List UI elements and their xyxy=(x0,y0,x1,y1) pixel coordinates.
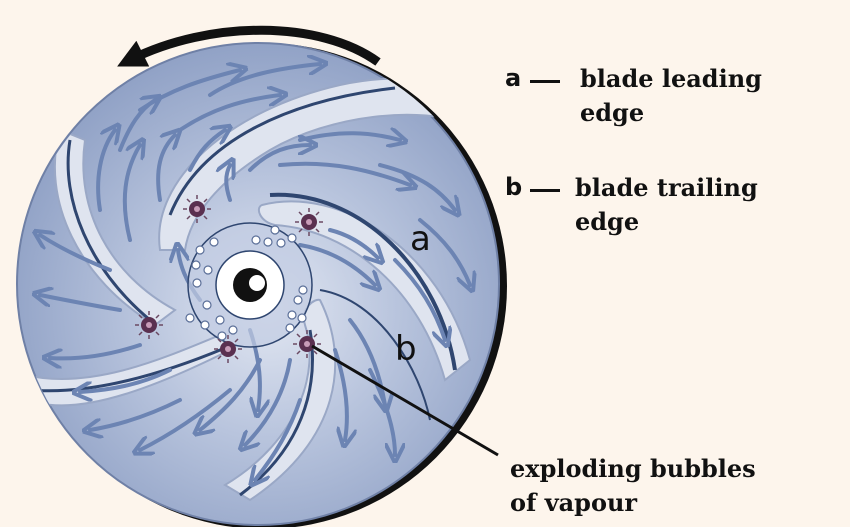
flow-arrows xyxy=(40,64,470,480)
rotation-arrow xyxy=(117,25,381,67)
exploding-bubbles xyxy=(135,195,323,363)
legend-key-b: b xyxy=(505,173,523,201)
legend-key-a: a xyxy=(505,64,522,92)
blade-edge-top xyxy=(168,86,396,216)
blade-edge-bottom xyxy=(29,346,226,393)
legend-a-line2: edge xyxy=(580,98,645,127)
label-a: a xyxy=(410,219,431,259)
legend-text-b: blade trailing edge xyxy=(575,171,758,239)
legend-text-a: blade leading edge xyxy=(580,62,762,130)
blade-edge-left xyxy=(66,139,151,322)
legend-b-line1: blade trailing xyxy=(575,173,758,202)
legend-b-line2: edge xyxy=(575,207,640,236)
legend-dash-b xyxy=(530,189,560,192)
legend-a-line1: blade leading xyxy=(580,64,762,93)
legend-dash-a xyxy=(530,80,560,83)
label-b: b xyxy=(395,329,417,369)
callout-line2: of vapour xyxy=(510,488,638,517)
callout-line1: exploding bubbles xyxy=(510,454,756,483)
shaft-highlight xyxy=(249,275,265,291)
trailing-edge-b xyxy=(319,289,431,421)
vapour-bubbles xyxy=(185,225,308,341)
callout-leader xyxy=(311,344,499,457)
callout-text: exploding bubbles of vapour xyxy=(510,452,756,520)
